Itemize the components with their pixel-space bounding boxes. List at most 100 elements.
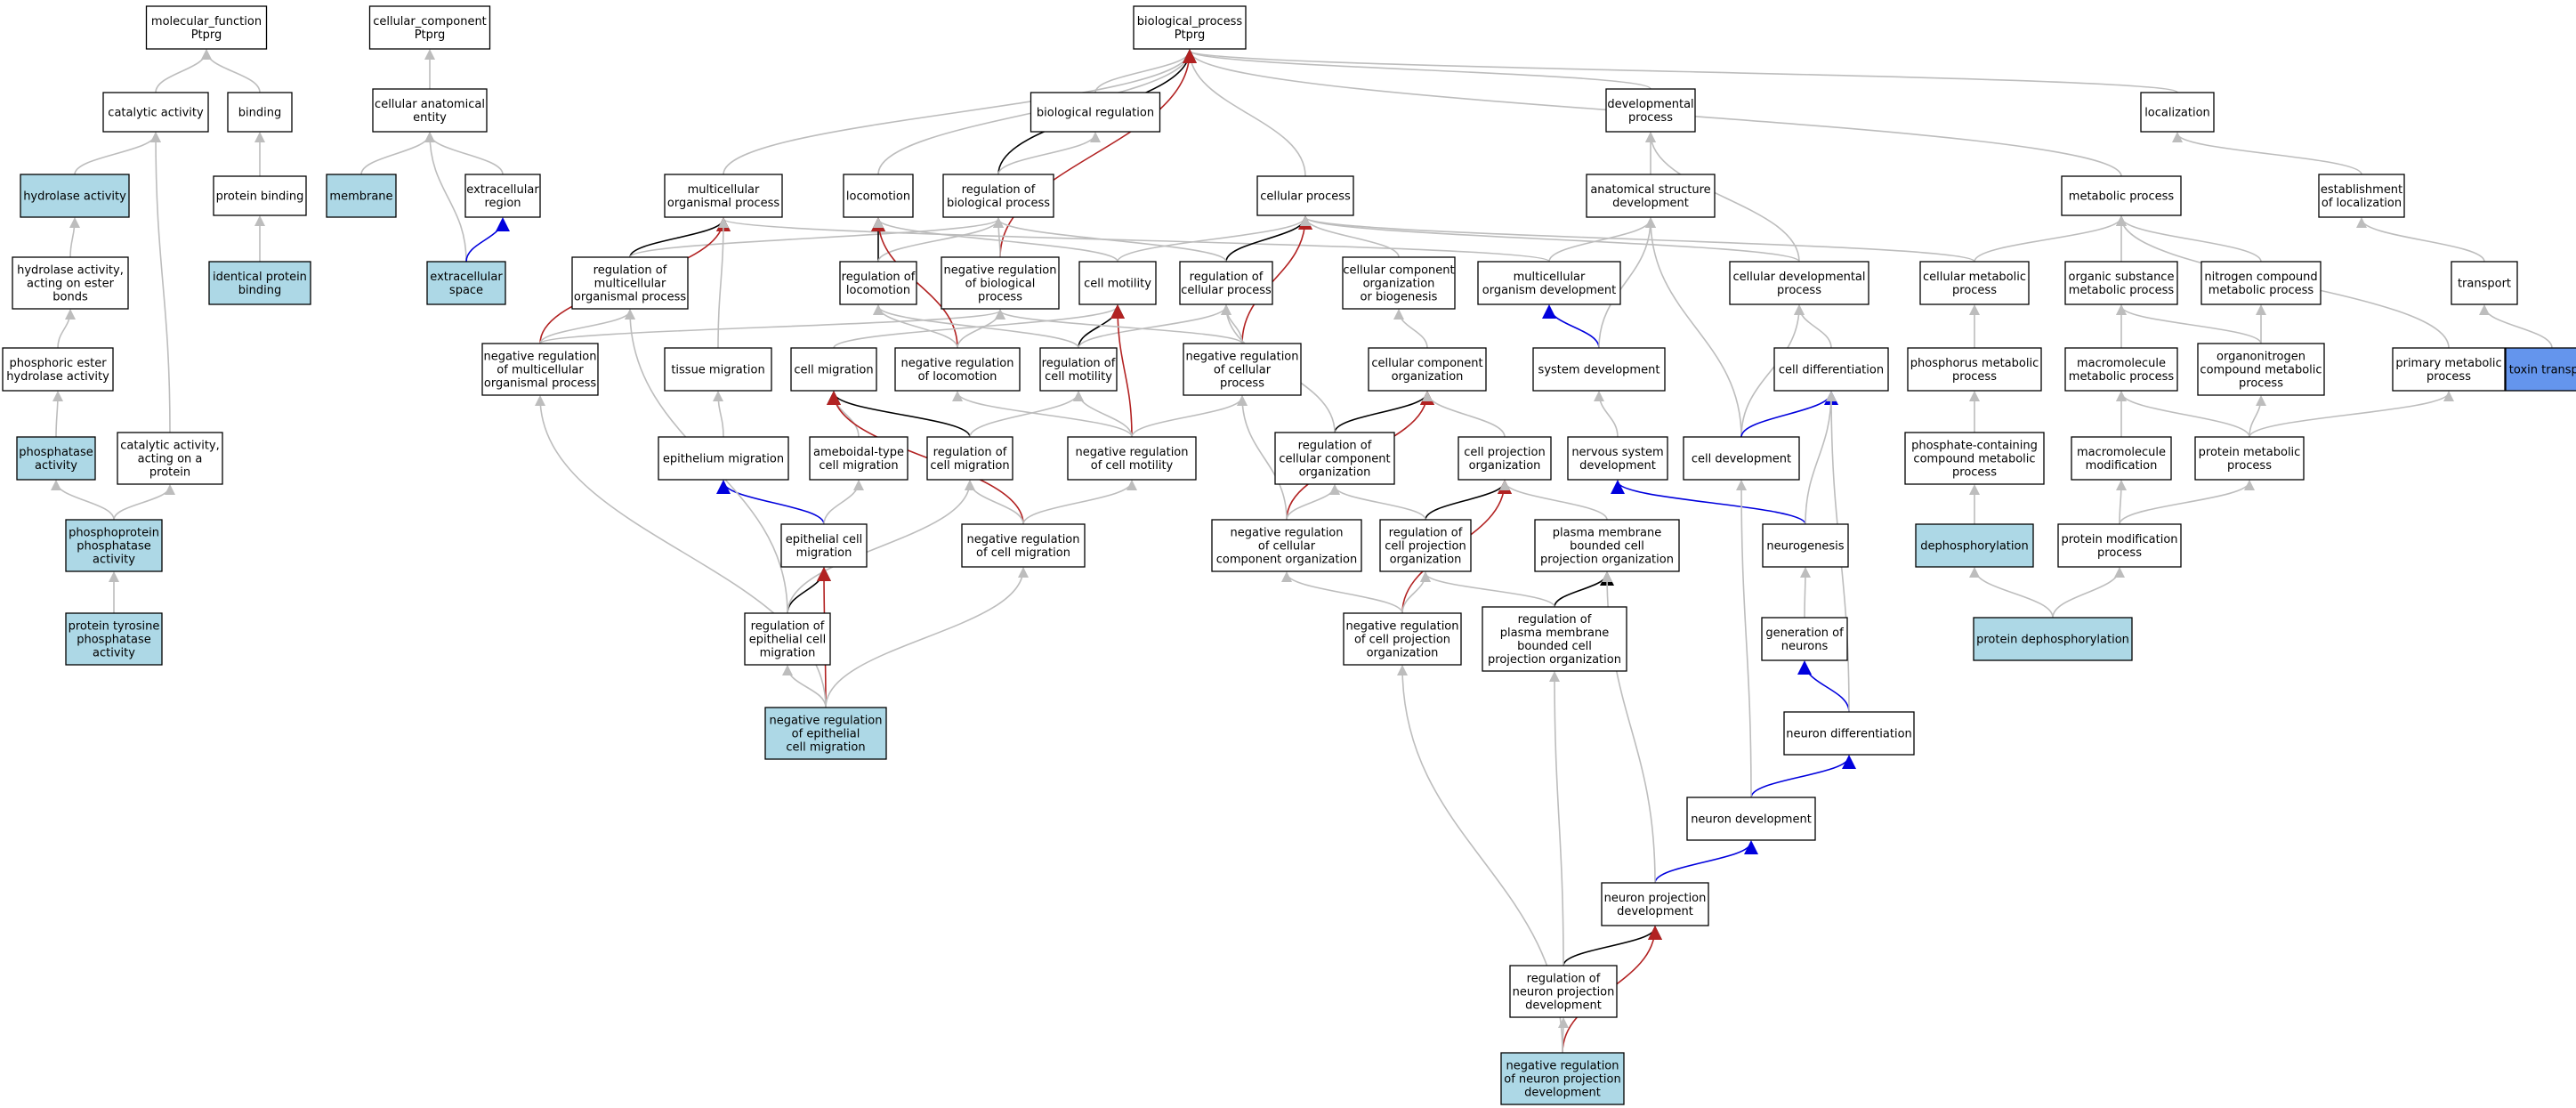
go-term-node-celldiff[interactable]: cell differentiation xyxy=(1773,347,1889,392)
go-term-node-protdephos[interactable]: protein dephosphorylation xyxy=(1973,617,2133,661)
go-term-node-hydro[interactable]: hydrolase activity xyxy=(20,174,130,218)
go-term-node-celldev[interactable]: cell development xyxy=(1683,436,1800,481)
go-term-node-neurdiff[interactable]: neuron differentiation xyxy=(1783,711,1915,756)
go-term-node-epimig[interactable]: epithelium migration xyxy=(658,436,789,481)
edge-is-a-membrane-to-cae xyxy=(360,132,435,175)
go-term-node-transport[interactable]: transport xyxy=(2451,261,2518,305)
edge-is-a-cellmetproc-to-metproc xyxy=(1974,215,2127,263)
node-box xyxy=(1458,436,1552,481)
go-term-node-bioreg[interactable]: biological regulation xyxy=(1030,92,1161,133)
node-label-line: cell migration xyxy=(794,364,873,377)
go-term-node-protbind[interactable]: protein binding xyxy=(213,175,307,216)
go-term-node-local[interactable]: localization xyxy=(2140,92,2215,133)
go-term-node-sysdev[interactable]: system development xyxy=(1532,347,1666,392)
edge-is-a-estloc-to-local xyxy=(2172,132,2362,175)
node-label-line: phosphorus metabolic xyxy=(1910,357,2039,370)
go-term-node-tissmig[interactable]: tissue migration xyxy=(664,347,772,392)
go-term-node-neurdev[interactable]: neuron development xyxy=(1686,797,1816,841)
go-term-node-membrane[interactable]: membrane xyxy=(326,174,397,218)
node-label-line: catalytic activity xyxy=(108,107,204,120)
go-term-node-neurogen[interactable]: neurogenesis xyxy=(1762,523,1849,568)
node-label-line: cell projection xyxy=(1385,540,1466,554)
edge-is-a-cellprojorg-to-ccorg xyxy=(1422,391,1506,438)
go-term-node-toxin[interactable]: toxin transport xyxy=(2505,347,2576,392)
go-term-node-catact[interactable]: catalytic activity xyxy=(102,92,209,133)
node-label-line: Ptprg xyxy=(1175,28,1206,42)
node-box xyxy=(2197,343,2325,396)
go-term-node-cellproc[interactable]: cellular process xyxy=(1256,175,1354,216)
go-term-node-binding[interactable]: binding xyxy=(227,92,293,133)
go-term-node-locom[interactable]: locomotion xyxy=(843,174,914,218)
go-term-node-metproc[interactable]: metabolic process xyxy=(2061,175,2182,216)
node-label-line: extracellular xyxy=(430,271,503,284)
node-label-line: organismal process xyxy=(667,197,779,210)
node-label-line: cell motility xyxy=(1084,278,1151,291)
node-label-line: of cell projection xyxy=(1354,634,1450,647)
node-label-line: cellular component xyxy=(1371,357,1482,370)
go-term-node-cellmot[interactable]: cell motility xyxy=(1078,261,1157,305)
go-term-node-cellmig[interactable]: cell migration xyxy=(790,347,877,392)
go-term-node-dephos[interactable]: dephosphorylation xyxy=(1915,523,2034,568)
